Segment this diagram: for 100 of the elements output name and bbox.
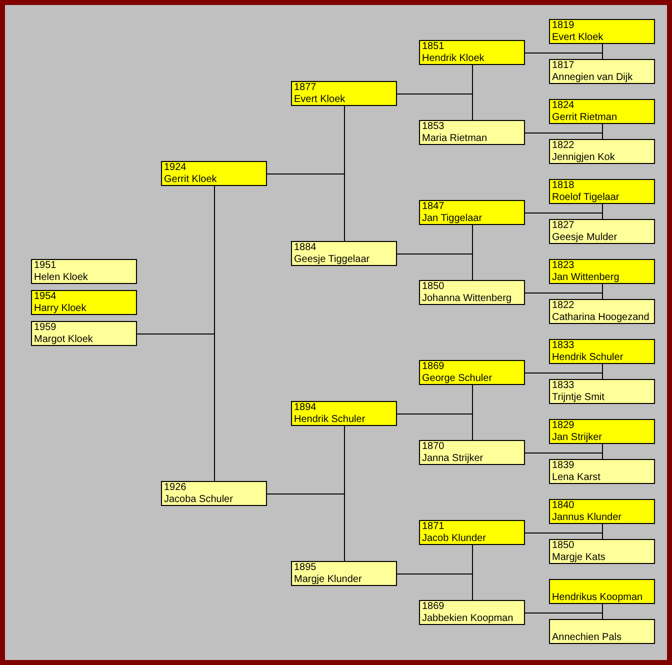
person-name: Gerrit Rietman (552, 112, 618, 123)
person-box (161, 481, 267, 506)
person-name: Hendrik Schuler (552, 352, 624, 363)
person-box (549, 339, 655, 364)
connector-line (396, 414, 473, 440)
person-name: Catharina Hoogezand (552, 312, 650, 323)
birth-year: 1959 (34, 322, 56, 334)
birth-year: 1850 (552, 540, 574, 552)
birth-year: 1822 (552, 300, 574, 312)
person-box (31, 259, 137, 284)
person-name: Margot Kloek (34, 334, 93, 345)
person-name: Evert Kloek (294, 94, 346, 105)
person-name: Helen Kloek (34, 272, 88, 283)
person-box (291, 241, 397, 266)
birth-year: 1850 (422, 281, 444, 292)
person-box (419, 280, 525, 305)
connector-line (396, 574, 473, 600)
connector-line (396, 254, 473, 280)
birth-year: 1924 (164, 162, 186, 174)
birth-year: 1869 (422, 601, 444, 612)
person-box (549, 139, 655, 164)
person-name: Roelof Tigelaar (552, 192, 620, 203)
connector-line (524, 452, 603, 460)
birth-year: 1817 (552, 60, 574, 72)
person-box (549, 579, 655, 604)
person-box (419, 200, 525, 225)
birth-year: 1833 (552, 380, 574, 392)
person-box (419, 40, 525, 65)
person-name: Jacob Klunder (422, 532, 486, 544)
person-box (291, 561, 397, 586)
birth-year: 1869 (422, 361, 444, 372)
person-box (549, 219, 655, 244)
person-name: Johanna Wittenberg (422, 292, 512, 304)
person-box (291, 81, 397, 106)
person-name: Hendrikus Koopman (552, 592, 643, 603)
birth-year: 1847 (422, 201, 444, 212)
person-name: Jennigjen Kok (552, 152, 615, 163)
person-box (31, 290, 137, 315)
person-box (419, 520, 525, 545)
connector-line (524, 612, 603, 620)
person-box (549, 259, 655, 284)
birth-year: 1926 (164, 482, 186, 494)
connector-line (524, 212, 603, 220)
person-box (549, 299, 655, 324)
person-box (549, 459, 655, 484)
person-name: Jan Wittenberg (552, 272, 620, 283)
connector-line (266, 494, 345, 562)
birth-year: 1853 (422, 121, 444, 132)
birth-year: 1871 (422, 521, 444, 532)
birth-year: 1840 (552, 500, 574, 512)
person-box (549, 419, 655, 444)
connector-line (524, 532, 603, 540)
person-box (549, 59, 655, 84)
birth-year: 1895 (294, 562, 316, 574)
person-name: George Schuler (422, 372, 492, 384)
birth-year: 1822 (552, 140, 574, 152)
person-box (419, 120, 525, 145)
person-box (549, 379, 655, 404)
person-name: Jacoba Schuler (164, 494, 233, 505)
person-box (549, 539, 655, 564)
person-box (549, 619, 655, 644)
person-name: Margje Kats (552, 552, 606, 563)
person-box (419, 600, 525, 625)
birth-year: 1884 (294, 242, 316, 254)
person-name: Jan Tiggelaar (422, 212, 482, 224)
person-box (549, 179, 655, 204)
person-name: Jannus Klunder (552, 512, 622, 523)
person-name: Jabbekien Koopman (422, 612, 514, 624)
birth-year: 1951 (34, 260, 56, 272)
connector-line (266, 174, 345, 242)
birth-year: 1827 (552, 220, 574, 232)
person-box (291, 401, 397, 426)
connector-line (524, 372, 603, 380)
birth-year: 1819 (552, 20, 574, 32)
birth-year: 1877 (294, 82, 316, 94)
person-name: Geesje Mulder (552, 232, 618, 243)
birth-year: 1839 (552, 460, 574, 472)
person-name: Hendrik Schuler (294, 414, 366, 425)
person-name: Trijntje Smit (552, 392, 604, 403)
person-box (31, 321, 137, 346)
birth-year: 1829 (552, 420, 574, 432)
connector-line (136, 334, 215, 482)
person-box (161, 161, 267, 186)
birth-year: 1894 (294, 402, 316, 414)
person-name: Annechien Pals (552, 632, 622, 643)
person-name: Lena Karst (552, 472, 600, 483)
person-box (419, 440, 525, 465)
connector-line (524, 292, 603, 300)
birth-year: 1833 (552, 340, 574, 352)
person-name: Maria Rietman (422, 132, 488, 144)
birth-year: 1818 (552, 180, 574, 192)
person-name: Margje Klunder (294, 574, 362, 585)
person-name: Gerrit Kloek (164, 174, 217, 185)
birth-year: 1823 (552, 260, 574, 272)
person-box (549, 99, 655, 124)
person-box (549, 19, 655, 44)
person-box (419, 360, 525, 385)
person-name: Hendrik Kloek (422, 52, 484, 64)
connector-line (396, 94, 473, 120)
connector-line (524, 132, 603, 140)
